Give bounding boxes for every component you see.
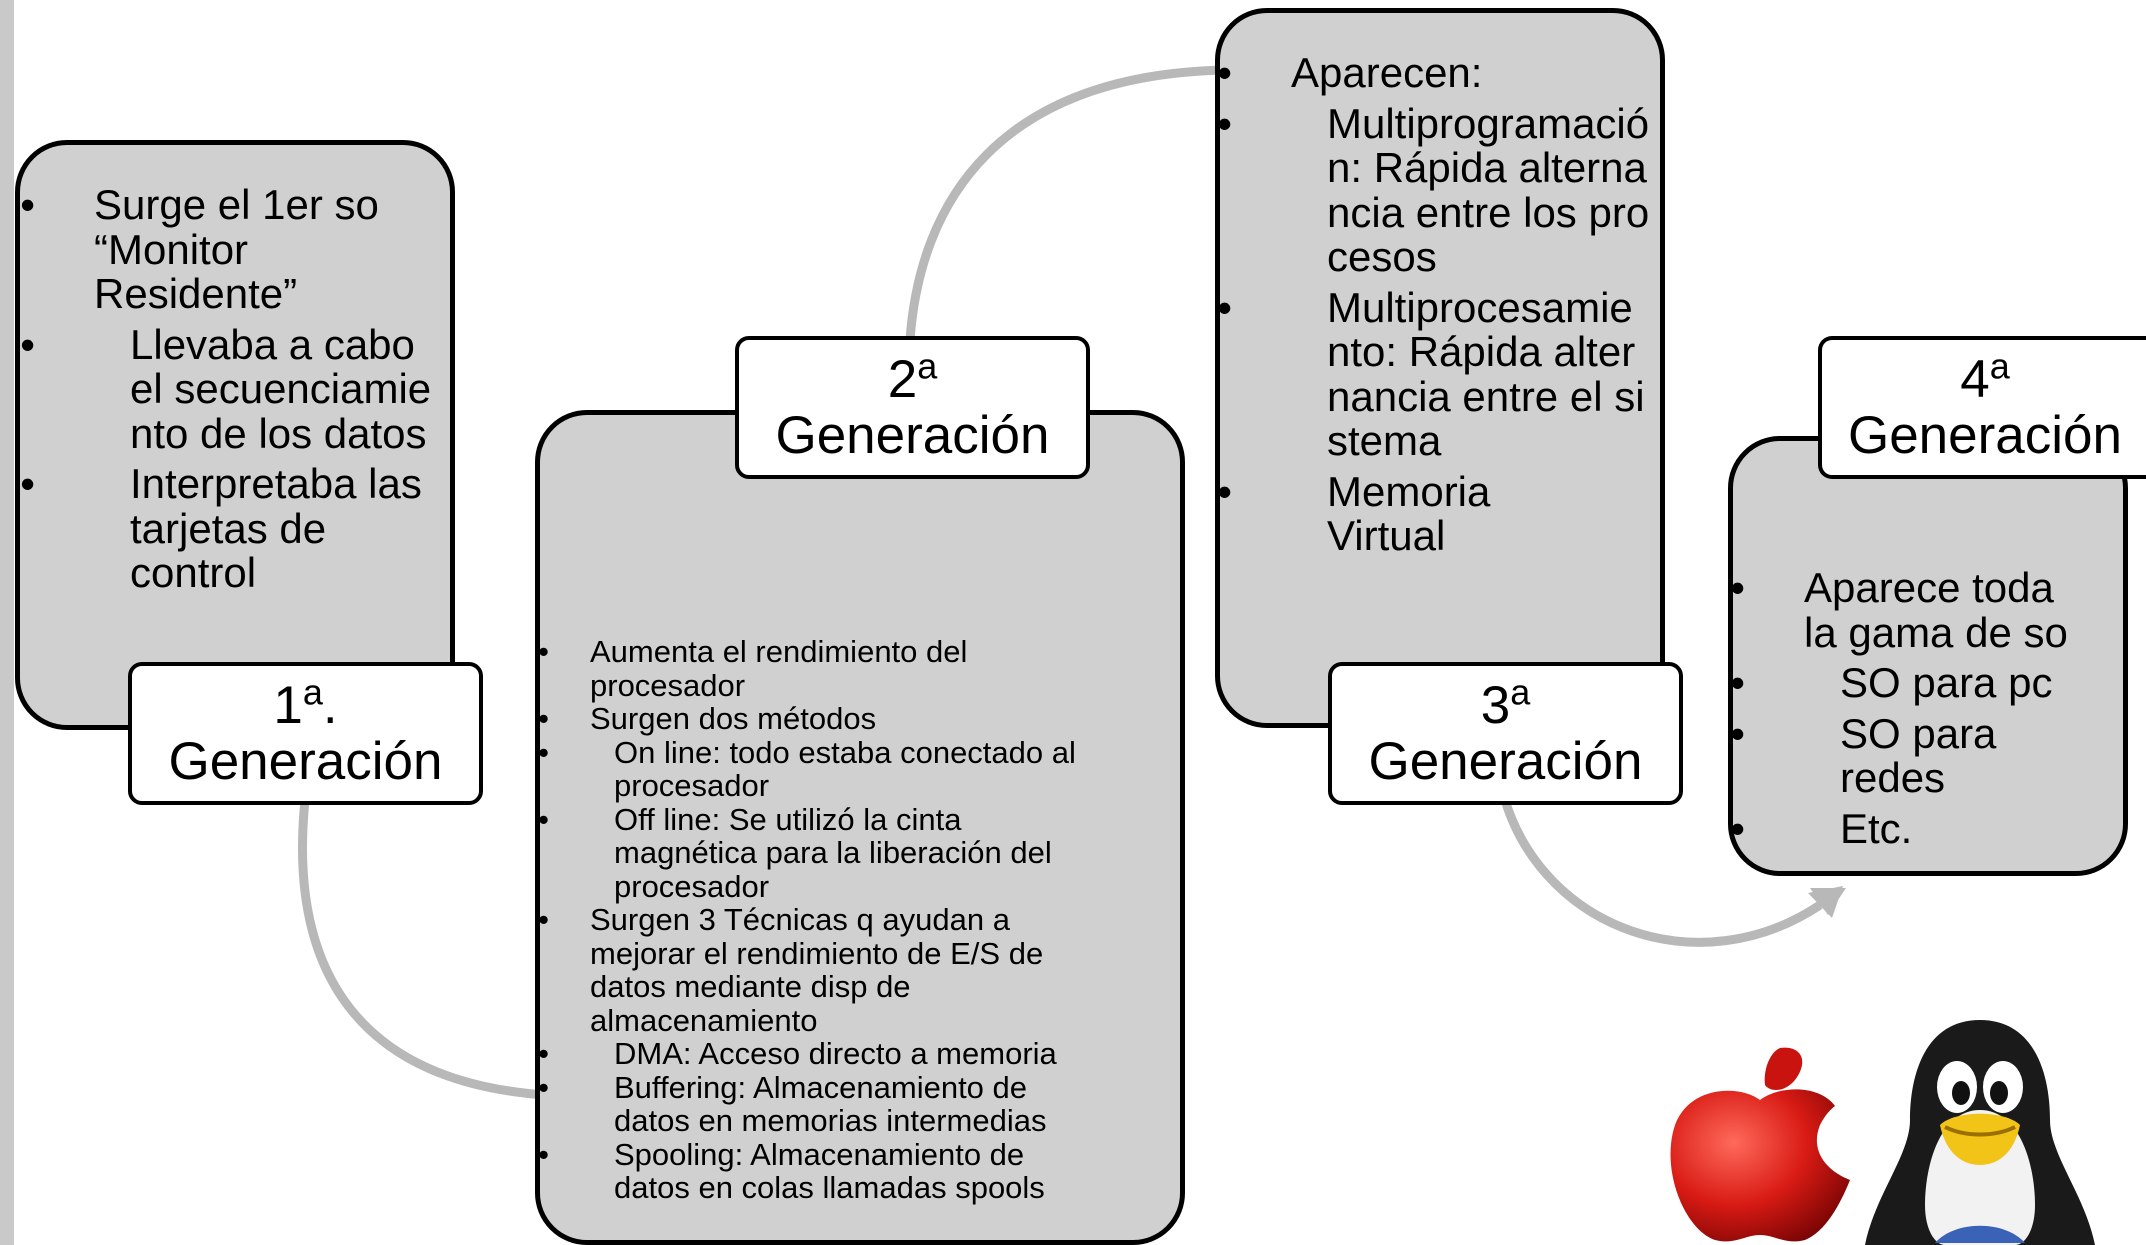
gen1-item-1: Surge el 1er so “Monitor Residente” xyxy=(20,182,438,317)
gen2-item-1: Aumenta el rendimiento del procesador xyxy=(538,635,1010,702)
gen2-label-text: Generación xyxy=(775,405,1050,465)
gen3-label-number: 3a xyxy=(1480,670,1531,735)
gen2-item-8: Spooling: Almacenamiento de datos en col… xyxy=(538,1137,1084,1205)
gen2-item-6: DMA: Acceso directo a memoria xyxy=(538,1037,1160,1071)
gen2-item-4: Off line: Se utilizó la cinta magnética … xyxy=(538,802,1089,904)
gen4-item-2: SO para pc xyxy=(1730,660,2098,706)
gen2-item-5: Surgen 3 Técnicas q ayudan a mejorar el … xyxy=(538,903,1090,1037)
left-edge-bar xyxy=(0,0,14,1245)
gen4-label-number: 4a xyxy=(1960,344,2010,409)
gen1-content-box: Surge el 1er so “Monitor Residente” Llev… xyxy=(15,140,455,730)
gen4-label-text: Generación xyxy=(1847,405,2122,465)
gen3-bullet-list: Aparecen: Multiprogramación: Rápida alte… xyxy=(1217,50,1650,565)
arrow-gen2-to-gen3 xyxy=(905,65,1226,341)
gen4-item-4: Etc. xyxy=(1730,806,2098,852)
gen2-label: 2a Generación xyxy=(735,336,1090,479)
gen4-content-box: Aparece toda la gama de so SO para pc SO… xyxy=(1728,436,2128,876)
arrow-gen1-to-gen2 xyxy=(298,799,546,1100)
gen2-label-number: 2a xyxy=(887,344,938,409)
gen3-item-1: Aparecen: xyxy=(1217,50,1650,96)
gen3-label-text: Generación xyxy=(1368,731,1643,791)
gen2-item-7: Buffering: Almacenamiento de datos en me… xyxy=(538,1070,1084,1138)
gen1-label-number: 1a. xyxy=(273,670,338,735)
gen1-label: 1a. Generación xyxy=(128,662,483,805)
gen1-item-2: Llevaba a cabo el secuenciamiento de los… xyxy=(20,322,438,457)
gen4-item-3: SO para redes xyxy=(1730,711,2000,801)
gen3-item-3: Multiprocesamiento: Rápida alternancia e… xyxy=(1217,285,1650,464)
gen3-content-box: Aparecen: Multiprogramación: Rápida alte… xyxy=(1215,8,1665,728)
gen4-item-1: Aparece toda la gama de so xyxy=(1730,565,2098,655)
gen4-label: 4a Generación xyxy=(1818,336,2146,479)
gen3-item-4: Memoria Virtual xyxy=(1217,469,1527,559)
gen1-label-text: Generación xyxy=(168,731,443,791)
gen4-bullet-list: Aparece toda la gama de so SO para pc SO… xyxy=(1730,565,2098,852)
gen3-item-2: Multiprogramación: Rápida alternancia en… xyxy=(1217,101,1650,280)
gen2-item-3: On line: todo estaba conectado al proces… xyxy=(538,735,1160,803)
gen1-item-3: Interpretaba las tarjetas de control xyxy=(20,461,438,596)
gen2-content-box: Aumenta el rendimiento del procesador Su… xyxy=(535,410,1185,1245)
gen3-label: 3a Generación xyxy=(1328,662,1683,805)
gen2-item-2: Surgen dos métodos xyxy=(538,702,1160,736)
gen1-bullet-list: Surge el 1er so “Monitor Residente” Llev… xyxy=(20,182,438,602)
tux-penguin-logo xyxy=(1865,1020,2095,1245)
apple-logo xyxy=(1670,1047,1850,1242)
gen2-bullet-list: Aumenta el rendimiento del procesador Su… xyxy=(538,635,1160,1205)
arrow-gen3-to-gen4 xyxy=(1500,798,1823,947)
